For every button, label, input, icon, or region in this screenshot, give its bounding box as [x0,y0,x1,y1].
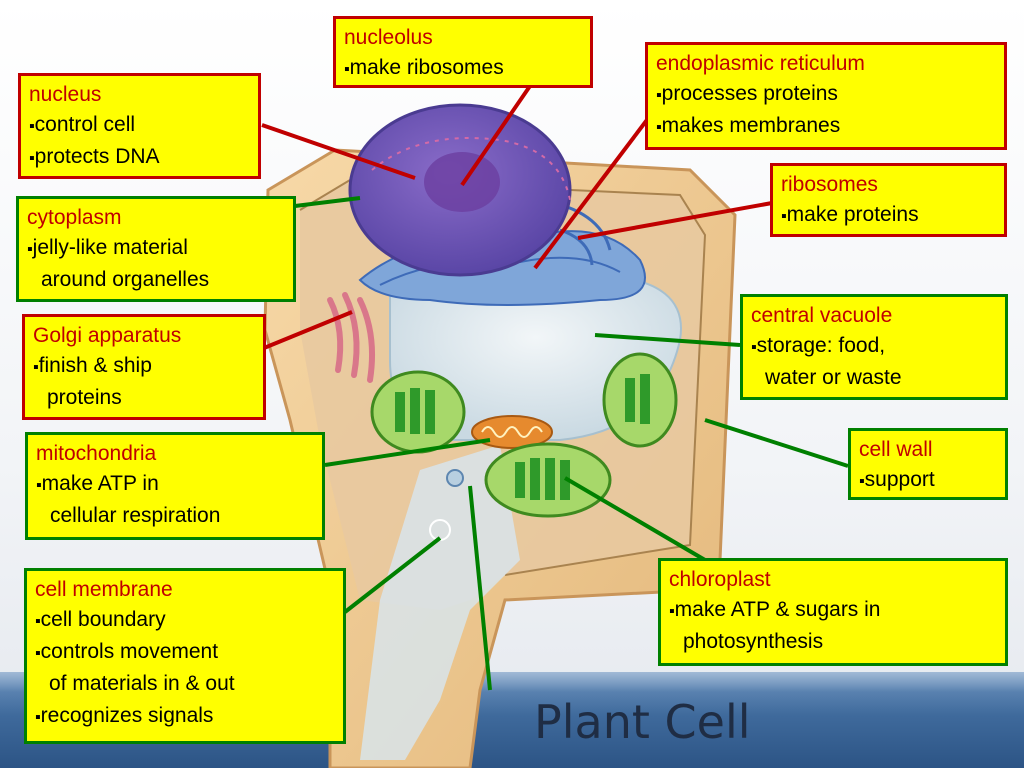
label-title: cell wall [859,438,933,461]
label-line: make ribosomes [344,53,582,85]
label-central-vacuole: central vacuole storage: food, water or … [740,294,1008,400]
mitochondrion [471,415,553,449]
label-line: support [859,465,997,497]
label-title: mitochondria [36,442,157,465]
label-line: make proteins [781,200,996,232]
label-line: control cell [29,110,250,142]
label-cell-wall: cell wall support [848,428,1008,500]
membrane-outline [299,178,707,576]
label-line: processes proteins [656,79,996,111]
slide-title: Plant Cell [534,695,751,749]
label-title: central vacuole [751,304,893,327]
label-line: cell boundary [35,605,335,637]
golgi-apparatus [327,292,376,383]
label-cytoplasm: cytoplasm jelly-like material around org… [16,196,296,302]
label-nucleus: nucleus control cell protects DNA [18,73,261,179]
label-line: recognizes signals [35,701,335,733]
label-title: chloroplast [669,568,771,591]
label-title: endoplasmic reticulum [656,52,865,75]
label-line: jelly-like material [27,233,285,265]
label-title: nucleolus [344,26,433,49]
lower-panel [360,445,520,760]
label-title: ribosomes [781,173,878,196]
label-title: cytoplasm [27,206,122,229]
label-line: storage: food, [751,331,997,363]
label-line: protects DNA [29,142,250,174]
label-title: cell membrane [35,578,173,601]
label-mitochondria: mitochondria make ATP in cellular respir… [25,432,325,540]
label-title: Golgi apparatus [33,324,182,347]
label-golgi-apparatus: Golgi apparatus finish & ship proteins [22,314,266,420]
label-title: nucleus [29,83,102,106]
label-line: cellular respiration [50,504,221,527]
label-line: of materials in & out [49,672,235,695]
label-cell-membrane: cell membrane cell boundary controls mov… [24,568,346,744]
label-line: finish & ship [33,351,255,383]
label-ribosomes: ribosomes make proteins [770,163,1007,237]
label-line: make ATP in [36,469,314,501]
label-line: makes membranes [656,111,996,143]
label-line: proteins [47,386,122,409]
label-line: water or waste [765,366,902,389]
label-chloroplast: chloroplast make ATP & sugars in photosy… [658,558,1008,666]
label-line: make ATP & sugars in [669,595,997,627]
label-line: controls movement [35,637,335,669]
leader-lines [261,84,849,691]
label-endoplasmic-reticulum: endoplasmic reticulum processes proteins… [645,42,1007,150]
label-nucleolus: nucleolus make ribosomes [333,16,593,88]
label-line: around organelles [41,268,210,291]
chloroplasts [370,352,678,518]
label-line: photosynthesis [683,630,824,653]
